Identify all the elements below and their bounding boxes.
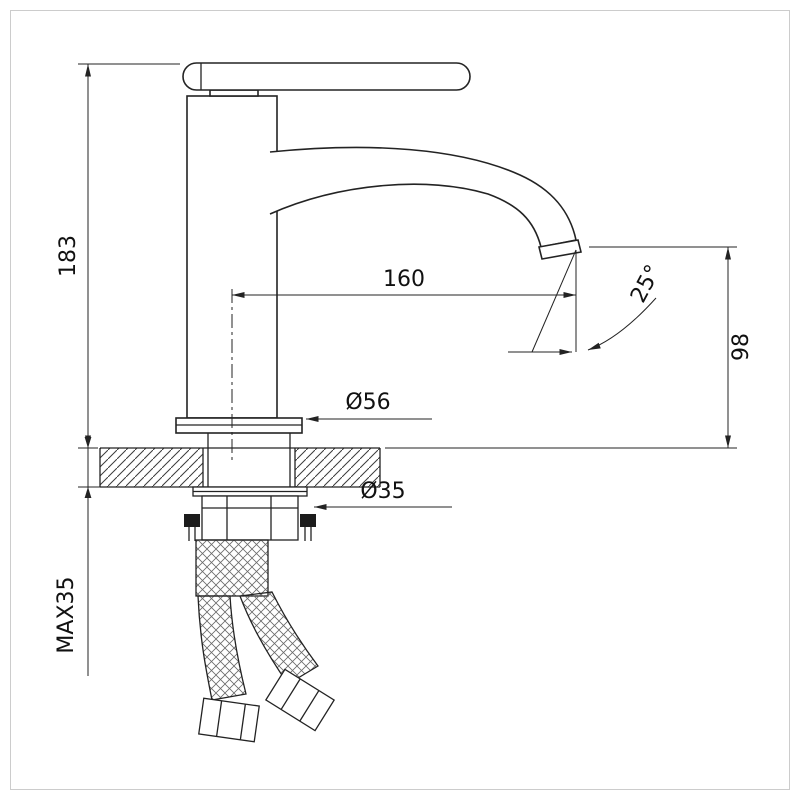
dim-max-thickness-label: MAX35	[54, 576, 79, 653]
hose-right	[239, 591, 319, 685]
countertop-section	[99, 447, 381, 488]
dimension-spout-reach: 160	[232, 267, 576, 298]
hose-left-nut	[198, 697, 260, 743]
faucet-handle	[182, 62, 471, 91]
clamp-screw-left	[184, 514, 200, 541]
dim-outlet-height-label: 98	[729, 333, 754, 361]
spout-aerator	[538, 239, 582, 260]
deck-hatch-left	[100, 448, 203, 487]
dim-hole-diameter-label: Ø35	[360, 479, 405, 504]
clamp-screw-right	[300, 514, 316, 541]
dim-spout-reach-label: 160	[383, 267, 425, 292]
dimension-outlet-height: 98	[385, 246, 754, 449]
dim-overall-height-label: 183	[56, 235, 81, 277]
mounting-hardware	[184, 433, 316, 541]
hose-right-nut	[264, 668, 336, 732]
dim-base-diameter-label: Ø56	[345, 390, 390, 415]
dimension-base-diameter: Ø56	[306, 390, 432, 422]
supply-hoses	[195, 539, 336, 743]
dimension-hole-diameter: Ø35	[314, 479, 452, 510]
lock-nut	[201, 495, 299, 541]
faucet-neck	[209, 89, 259, 97]
washer	[192, 486, 308, 497]
page-border	[10, 10, 790, 790]
hose-left	[197, 595, 247, 701]
handle-lever	[182, 62, 471, 91]
dimension-overall-height: 183	[56, 63, 180, 449]
hose-collar	[195, 539, 269, 597]
dimension-max-deck-thickness: MAX35	[54, 437, 100, 676]
faucet	[175, 62, 582, 434]
base-flange	[175, 417, 303, 434]
deck-hatch-right	[295, 448, 380, 487]
